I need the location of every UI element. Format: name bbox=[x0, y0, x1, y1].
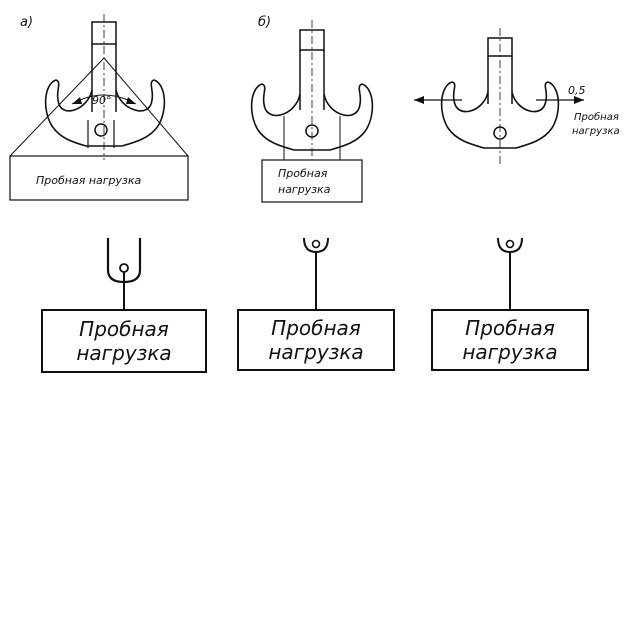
schematic-3-label-line2: нагрузка bbox=[462, 340, 557, 364]
hook-shank-c bbox=[487, 28, 513, 166]
schematic-2-label-line1: Пробная bbox=[271, 316, 361, 340]
panel-a-label: а) bbox=[20, 15, 33, 30]
panel-b: б) Пробная нагрузка bbox=[250, 15, 374, 203]
schematic-1-label-line2: нагрузка bbox=[76, 341, 171, 365]
hook-eye-c bbox=[493, 126, 507, 140]
load-label-c-line2: нагрузка bbox=[572, 126, 620, 137]
hook-eye-b bbox=[305, 124, 319, 138]
hook-shank-a bbox=[91, 14, 117, 160]
offset-label: 0,5 bbox=[568, 84, 586, 97]
slings-b bbox=[283, 116, 341, 160]
panel-c: 0,5 Пробная нагрузка bbox=[414, 28, 620, 166]
schematic-3-label-line1: Пробная bbox=[465, 316, 555, 340]
schematic-1-label-line1: Пробная bbox=[79, 317, 169, 341]
panel-b-label: б) bbox=[258, 15, 271, 30]
load-label-c-line1: Пробная bbox=[574, 111, 619, 123]
load-label-b-line2: нагрузка bbox=[278, 183, 331, 196]
schematic-2-label-line2: нагрузка bbox=[268, 340, 363, 364]
hook-eye-a bbox=[94, 123, 108, 137]
load-label-a: Пробная нагрузка bbox=[36, 174, 142, 187]
offset-arrows bbox=[414, 96, 584, 104]
double-hook-a bbox=[44, 79, 166, 147]
angle-lines-a bbox=[9, 57, 189, 157]
panel-a: а) 90° Пробная нагрузка bbox=[9, 14, 189, 201]
schematic-2: Пробная нагрузка bbox=[237, 237, 395, 371]
double-hook-b bbox=[250, 83, 374, 151]
double-hook-c bbox=[440, 81, 560, 149]
load-label-b-line1: Пробная bbox=[278, 167, 328, 180]
hook-shank-b bbox=[299, 20, 325, 160]
angle-label: 90° bbox=[92, 94, 112, 107]
schematic-1: Пробная нагрузка bbox=[41, 238, 207, 373]
load-box-b bbox=[261, 159, 363, 203]
schematic-3: Пробная нагрузка bbox=[431, 237, 589, 371]
load-box-a bbox=[9, 155, 189, 201]
